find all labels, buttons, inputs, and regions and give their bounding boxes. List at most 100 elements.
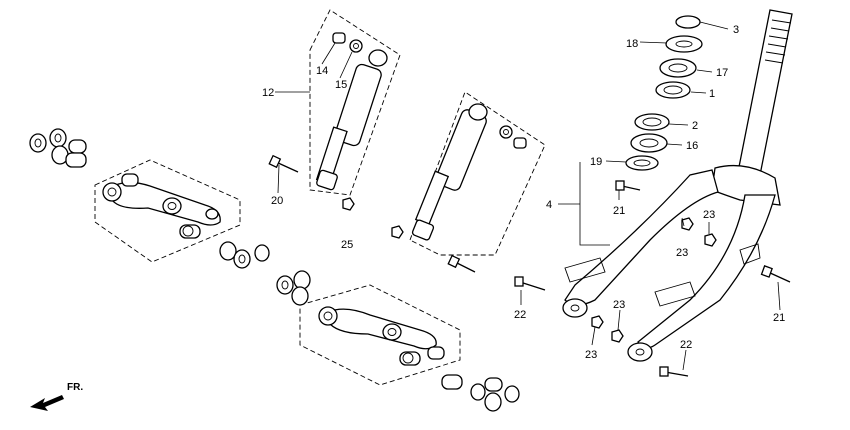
nut-23-d [611, 329, 624, 343]
bolt-22-lower [664, 371, 689, 377]
washer-10-left [29, 133, 47, 153]
assembly-outline-7 [94, 159, 241, 263]
nut-23-a [681, 217, 694, 231]
link-arm-right [327, 308, 437, 350]
leader-lines [275, 21, 781, 371]
callout-19: 19 [590, 156, 602, 168]
front-direction-arrow: FR. [30, 382, 83, 411]
race-2 [634, 113, 670, 131]
seal-11-left [49, 128, 67, 148]
fork-eye-right [627, 342, 653, 362]
callout-17: 17 [716, 67, 728, 79]
callout-23-c: 23 [613, 299, 625, 311]
fork-eye-left [562, 298, 588, 318]
nut-18 [665, 35, 703, 53]
shock-outline-right [409, 91, 546, 256]
shock-absorber-left [309, 9, 401, 196]
shock-outline-left [309, 9, 401, 196]
bushing-15-right [499, 125, 513, 139]
collar-5-right [427, 346, 445, 360]
bushing-9-bottom [484, 377, 503, 392]
collar-5 [121, 173, 139, 187]
collar-14-left [332, 32, 346, 44]
nut-25-left [342, 197, 355, 211]
callout-1: 1 [709, 88, 715, 100]
shock-rod-right [414, 170, 450, 226]
washer-10-bottom [484, 392, 502, 412]
callout-18: 18 [626, 38, 638, 50]
callout-23-a: 23 [676, 247, 688, 259]
link-pivot [162, 197, 182, 215]
shock-body-left [334, 63, 382, 147]
callout-23-d: 23 [585, 349, 597, 361]
bearing-17 [659, 58, 697, 78]
callout-15-left: 15 [335, 79, 347, 91]
left-loose-parts [29, 128, 87, 168]
collar-8-bottom [441, 374, 463, 390]
steering-stem [737, 9, 793, 176]
callout-20-upper: 20 [271, 195, 283, 207]
bushing-9-left [68, 139, 87, 154]
shock-top-eye-left [368, 49, 388, 67]
bracket-right [654, 281, 696, 307]
washer-24-upper [291, 286, 309, 306]
race-19 [625, 155, 659, 171]
callout-12-left: 12 [262, 87, 274, 99]
washer-10-mid [233, 249, 251, 269]
direction-label: FR. [67, 382, 83, 393]
bearing-16 [630, 133, 668, 153]
collar-8-left [65, 152, 87, 168]
link-pivot-right [382, 323, 402, 341]
callout-2: 2 [692, 120, 698, 132]
bolt-21-right [767, 271, 791, 283]
bolt-21-upper [621, 185, 641, 191]
callout-23-b: 23 [703, 209, 715, 221]
bolt-22-upper [519, 281, 546, 291]
locknut-3 [675, 15, 701, 29]
bottom-loose-parts [441, 374, 520, 412]
callout-21-right: 21 [773, 312, 785, 324]
nut-23-b [704, 233, 717, 247]
fork-fasteners [514, 180, 791, 377]
bolt-20-upper [275, 161, 299, 173]
upper-loose-parts-13 [276, 270, 311, 306]
link-end [205, 208, 219, 220]
nut-25-right [391, 225, 404, 239]
callout-25-left: 25 [341, 239, 353, 251]
washer-10-upper [276, 275, 294, 295]
bushing-6-top [102, 182, 122, 202]
nut-23-c [591, 315, 604, 329]
collar-14-right [513, 137, 527, 149]
washer-24-mid [219, 241, 237, 261]
callout-21-upper: 21 [613, 205, 625, 217]
fasteners-mid [268, 154, 476, 273]
callout-14-left: 14 [316, 65, 328, 77]
shock-eye-right [411, 219, 435, 241]
seal-11-bottom [504, 385, 520, 403]
seal-11-mid [254, 244, 270, 262]
washer-24-bottom [470, 383, 486, 401]
assembly-outline-13 [299, 284, 461, 386]
mid-loose-parts [219, 241, 270, 269]
bushing-15-left [349, 39, 363, 53]
seal-11-upper [293, 270, 311, 290]
callout-4: 4 [546, 199, 552, 211]
arrow-icon [30, 395, 64, 411]
link-assembly-left [94, 159, 241, 263]
callout-22-upper: 22 [514, 309, 526, 321]
shock-absorber-right [409, 91, 546, 256]
bearing-stack [625, 15, 703, 171]
link-assembly-right [299, 284, 461, 386]
callout-labels: 3 18 17 1 2 16 19 4 21 23 23 21 22 23 23… [262, 24, 785, 361]
shock-eye-left [316, 169, 338, 191]
fork-leg-left [564, 169, 719, 306]
callout-16: 16 [686, 140, 698, 152]
bracket-left [564, 257, 606, 283]
bushing-6-upper [318, 306, 338, 326]
shock-top-eye-right [468, 103, 488, 121]
callout-22-lower: 22 [680, 339, 692, 351]
race-1 [655, 81, 691, 99]
front-fork [562, 9, 793, 362]
